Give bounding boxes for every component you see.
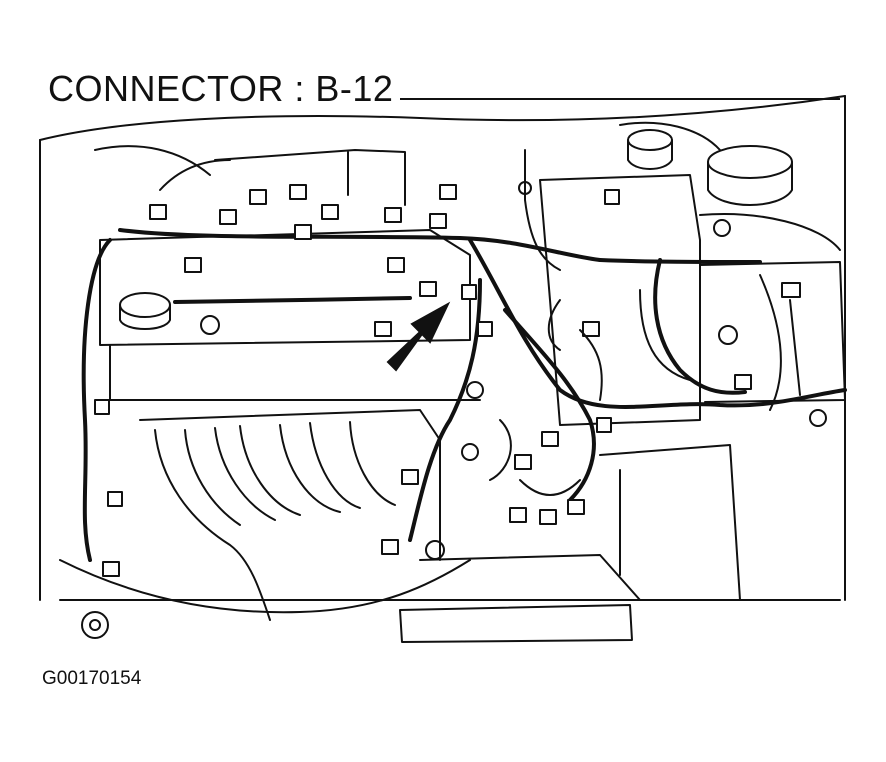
- fuse-box: [540, 175, 845, 425]
- harness-connectors: [95, 185, 800, 576]
- title-underline: [400, 98, 840, 100]
- reservoir-caps: [628, 130, 840, 250]
- lower-housings: [60, 445, 840, 642]
- ground-terminals: [201, 220, 826, 559]
- diagram-title: CONNECTOR : B-12: [48, 68, 394, 109]
- body-outline: [40, 96, 845, 600]
- figure-id: G00170154: [42, 668, 142, 689]
- arrow-icon: [388, 304, 448, 370]
- wiring-harness: [84, 230, 845, 560]
- intake-manifold: [60, 410, 470, 620]
- oil-filler-cap: [120, 293, 170, 329]
- wire-loops: [490, 150, 781, 495]
